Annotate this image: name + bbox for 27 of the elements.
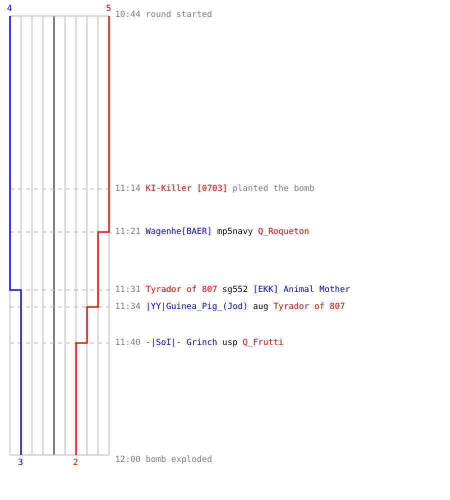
event-text: planted the bomb bbox=[232, 184, 314, 194]
count-label: 5 bbox=[106, 4, 112, 14]
event-text: bomb exploded bbox=[146, 455, 212, 465]
time-label: 11:40 bbox=[115, 338, 141, 348]
weapon-name: sg552 bbox=[222, 285, 248, 295]
count-label: 4 bbox=[7, 4, 12, 14]
time-label: 11:31 bbox=[115, 285, 141, 295]
player-name: Q_Roqueton bbox=[258, 227, 310, 237]
time-label: 11:21 bbox=[115, 227, 141, 237]
time-label: 12:00 bbox=[115, 455, 141, 465]
player-name: KI-Killer [0703] bbox=[146, 184, 228, 194]
weapon-name: mp5navy bbox=[217, 227, 253, 237]
player-name: Wagenhe[BAER] bbox=[146, 227, 212, 237]
player-name: [EKK] Animal Mother bbox=[252, 285, 350, 295]
player-name: Tyrador of 807 bbox=[146, 285, 218, 295]
weapon-name: usp bbox=[222, 338, 238, 348]
player-name: Tyrador of 807 bbox=[273, 302, 345, 312]
weapon-name: aug bbox=[252, 302, 268, 312]
player-name: |YY|Guinea_Pig_(Jod) bbox=[146, 302, 248, 312]
event-text: round started bbox=[146, 10, 212, 20]
time-label: 11:34 bbox=[115, 302, 141, 312]
time-label: 11:14 bbox=[115, 184, 141, 194]
time-label: 10:44 bbox=[115, 10, 141, 20]
player-name: -|SoI|- Grinch bbox=[146, 338, 218, 348]
player-name: Q_Frutti bbox=[242, 338, 284, 348]
count-label: 2 bbox=[73, 458, 78, 468]
count-label: 3 bbox=[18, 458, 24, 468]
